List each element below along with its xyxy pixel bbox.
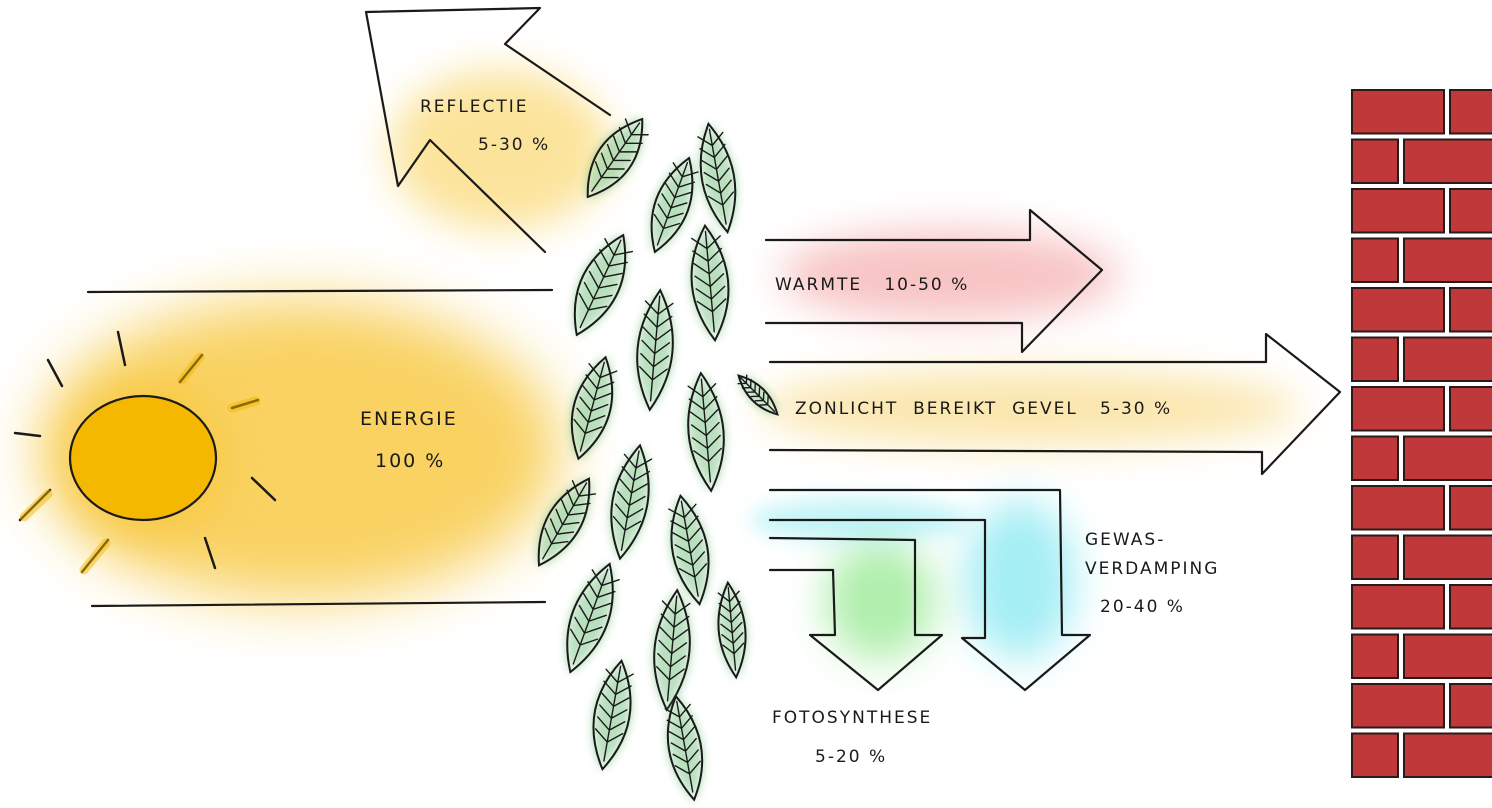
brick (1449, 287, 1492, 333)
brick (1449, 188, 1492, 234)
leaf (566, 562, 620, 674)
brick (1403, 633, 1492, 679)
energy-label: ENERGIE (360, 408, 458, 430)
brick (1351, 237, 1399, 283)
photosynthesis-value: 5-20 % (815, 747, 887, 767)
sunlight-glow (760, 370, 1300, 446)
brick-wall-icon (1351, 89, 1492, 778)
energy-value: 100 % (375, 450, 445, 472)
leaf (690, 223, 730, 343)
leaf (697, 121, 737, 235)
leaf (717, 580, 747, 680)
leaf (586, 117, 649, 199)
evaporation-glow (965, 500, 1075, 660)
brick (1351, 534, 1399, 580)
leaf (610, 443, 653, 561)
brick (1351, 732, 1399, 778)
leaf (650, 156, 699, 254)
leaf (592, 658, 634, 772)
brick (1351, 633, 1399, 679)
brick (1351, 435, 1399, 481)
brick (1449, 683, 1492, 729)
leaf (687, 371, 725, 493)
brick (1449, 386, 1492, 432)
photosynthesis-label: FOTOSYNTHESE (772, 708, 932, 728)
brick (1351, 485, 1445, 531)
energy-beam (86, 288, 554, 608)
leaf (570, 355, 618, 461)
leaf (737, 374, 779, 416)
brick (1351, 287, 1445, 333)
brick (1403, 336, 1492, 382)
brick (1351, 584, 1445, 630)
brick (1403, 732, 1492, 778)
brick (1403, 534, 1492, 580)
leaf (653, 588, 691, 712)
brick (1351, 683, 1445, 729)
reflection-value: 5-30 % (478, 135, 550, 155)
brick (1449, 584, 1492, 630)
brick (1449, 89, 1492, 135)
leaf (636, 288, 674, 412)
leaf (537, 477, 597, 567)
leaf (573, 233, 634, 337)
evaporation-label-1: GEWAS- (1085, 530, 1165, 550)
brick (1351, 89, 1445, 135)
brick (1403, 237, 1492, 283)
brick (1403, 435, 1492, 481)
brick (1351, 336, 1399, 382)
photosynthesis-glow (825, 540, 935, 660)
reflection-arrow (364, 6, 612, 254)
brick (1351, 138, 1399, 184)
photosynthesis-arrow (768, 536, 944, 692)
reflection-glow (390, 70, 610, 230)
heat-arrow (764, 208, 1104, 354)
leaf (664, 694, 704, 802)
heat-label: WARMTE 10-50 % (775, 275, 969, 295)
sun-icon (13, 330, 277, 575)
labels: ENERGIE 100 % REFLECTIE 5-30 % WARMTE 10… (360, 97, 1219, 767)
sunlight-label: ZONLICHT BEREIKT GEVEL 5-30 % (795, 399, 1172, 419)
brick (1351, 386, 1445, 432)
evaporation-arrow (768, 488, 1092, 692)
evaporation-value: 20-40 % (1100, 597, 1185, 617)
leaf (668, 493, 710, 607)
heat-glow (780, 230, 1120, 320)
sunlight-arrow (768, 332, 1342, 476)
leaf-cluster-icon (537, 117, 779, 802)
reflection-label: REFLECTIE (420, 97, 529, 117)
brick (1449, 485, 1492, 531)
brick (1351, 188, 1445, 234)
brick (1403, 138, 1492, 184)
evaporation-label-2: VERDAMPING (1085, 559, 1219, 579)
